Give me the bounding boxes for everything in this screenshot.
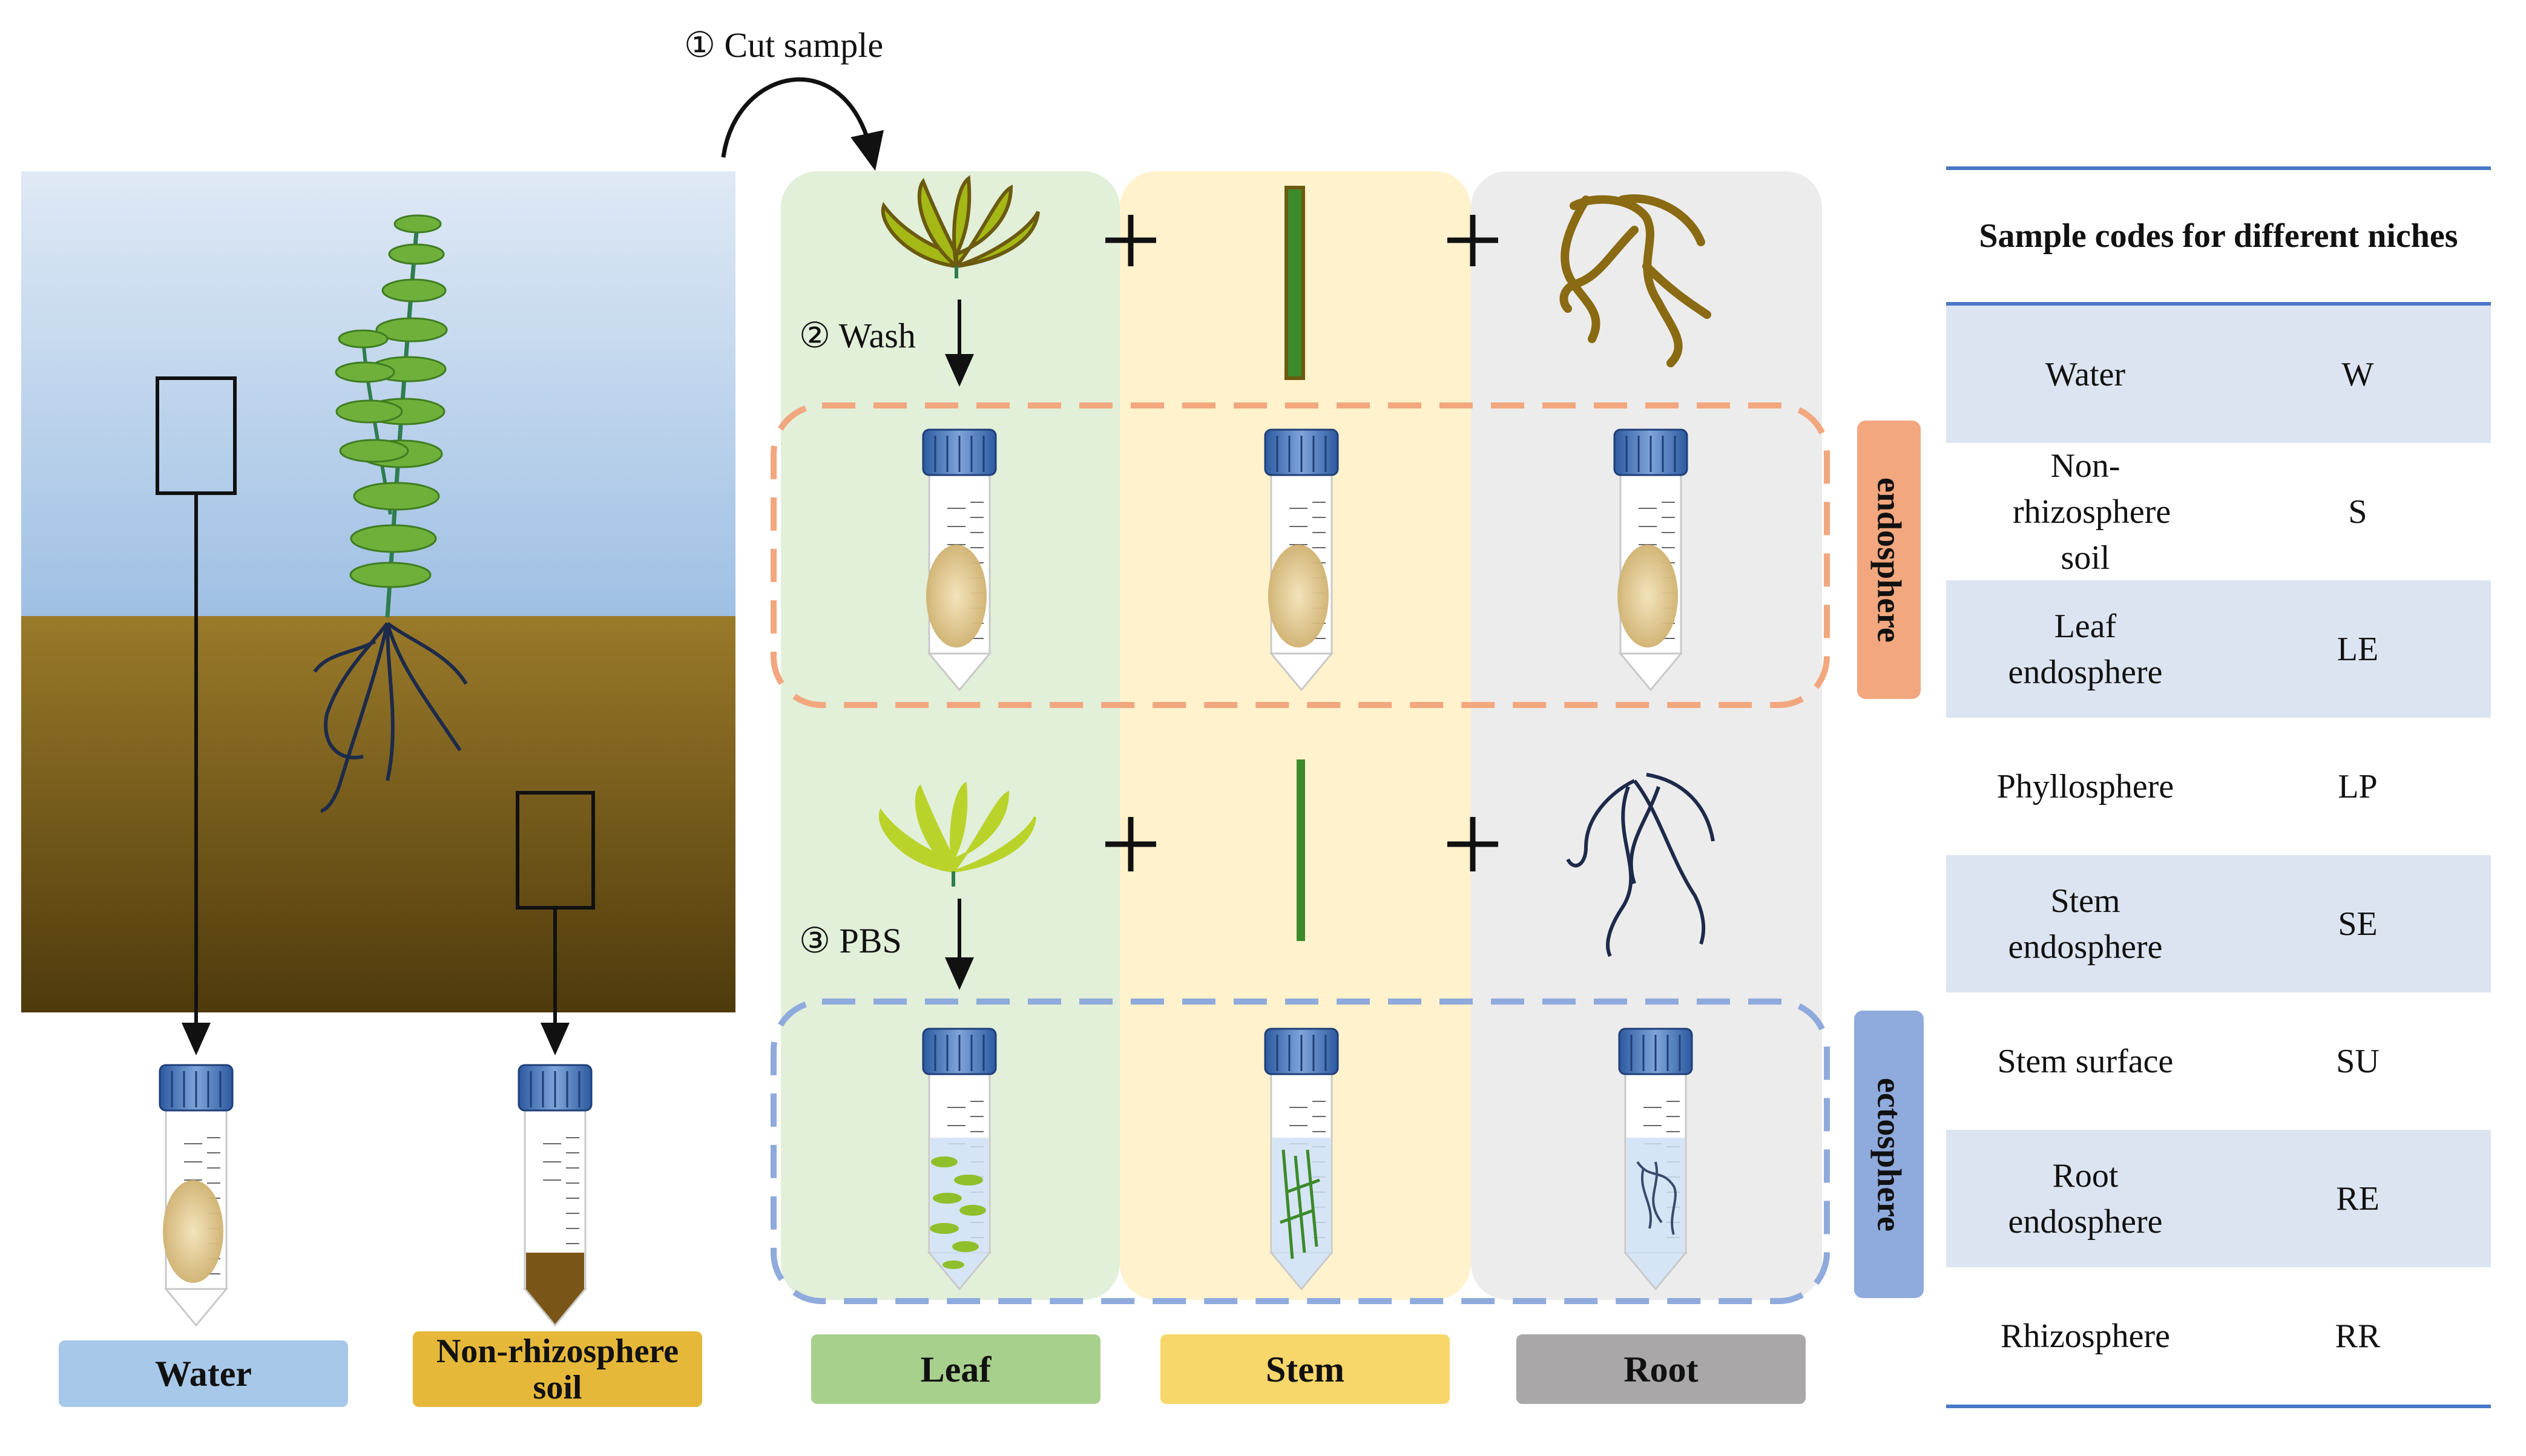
leaf-endosphere-tube-icon [923, 430, 996, 690]
soil-label: Non-rhizosphere soil [413, 1331, 702, 1407]
plant-icon [313, 214, 468, 813]
niche-cell: Stem surface [1997, 1042, 2174, 1080]
niche-cell: Rhizosphere [2001, 1317, 2170, 1355]
endosphere-label-text: endosphere [1870, 477, 1908, 643]
root-label: Root [1516, 1334, 1806, 1404]
cut-arrow [721, 77, 884, 171]
stem-surface-tube-icon [1265, 1029, 1338, 1289]
table-row: Stem endosphere SE [1946, 855, 2491, 992]
table-bottom-rule [1946, 1405, 2491, 1408]
root-icon-brown [1559, 194, 1711, 367]
table-row: Phyllosphere LP [1946, 718, 2491, 855]
table-row: Water W [1946, 306, 2491, 443]
endosphere-label: endosphere [1857, 421, 1921, 699]
leaf-label: Leaf [811, 1334, 1100, 1404]
table-header: Sample codes for different niches [1946, 166, 2491, 306]
washed-leaf-whorl-icon [878, 781, 1036, 887]
washed-stem-icon [1297, 759, 1305, 941]
code-cell: LP [2338, 767, 2378, 805]
washed-root-icon [1566, 773, 1715, 957]
root-endosphere-tube-icon [1614, 430, 1687, 690]
rhizosphere-tube-icon [1619, 1029, 1692, 1289]
ectosphere-region [771, 999, 1830, 1304]
stem-endosphere-tube-icon [1265, 430, 1338, 690]
code-cell: RE [2336, 1179, 2380, 1218]
stem-column [1120, 171, 1471, 1300]
environment-panel [21, 171, 735, 1326]
phyllosphere-tube-icon [923, 1029, 996, 1289]
soil-tube-icon [518, 1064, 593, 1326]
code-cell: SE [2338, 905, 2378, 943]
sample-codes-table: Sample codes for different niches Water … [1946, 166, 2491, 1408]
ectosphere-label-text: ectosphere [1870, 1077, 1908, 1231]
table-row: Root endosphere RE [1946, 1130, 2491, 1267]
niche-cell: Non-rhizosphere soil [2013, 447, 2171, 577]
root-column [1471, 171, 1822, 1300]
table-row: Non-rhizosphere soil S [1946, 443, 2491, 580]
code-cell: LE [2337, 630, 2379, 668]
code-cell: S [2348, 493, 2367, 531]
niche-cell: Root endosphere [2008, 1156, 2163, 1241]
ectosphere-label: ectosphere [1854, 1011, 1924, 1298]
endosphere-region [771, 402, 1830, 708]
stem-segment-icon [1284, 186, 1305, 380]
niche-cell: Phyllosphere [1996, 767, 2174, 805]
table-row: Stem surface SU [1946, 992, 2491, 1130]
code-cell: RR [2335, 1317, 2381, 1355]
niche-cell: Stem endosphere [2008, 882, 2163, 966]
water-tube-icon [160, 1065, 232, 1325]
cut-sample-step-label: ① Cut sample [684, 25, 884, 65]
wash-step-label: ② Wash [799, 316, 916, 355]
plus-icons [1105, 215, 1498, 871]
leaf-whorl-icon [881, 175, 1040, 278]
table-row: Leaf endosphere LE [1946, 580, 2491, 718]
niche-cell: Water [2045, 355, 2126, 393]
niche-columns [781, 171, 1822, 1300]
code-cell: SU [2336, 1042, 2380, 1080]
stem-label: Stem [1160, 1334, 1450, 1404]
table-row: Rhizosphere RR [1946, 1267, 2491, 1405]
leaf-column [781, 171, 1120, 1300]
water-label: Water [59, 1340, 348, 1407]
pbs-step-label: ③ PBS [799, 921, 902, 960]
niche-cell: Leaf endosphere [2008, 607, 2163, 691]
code-cell: W [2341, 355, 2374, 393]
